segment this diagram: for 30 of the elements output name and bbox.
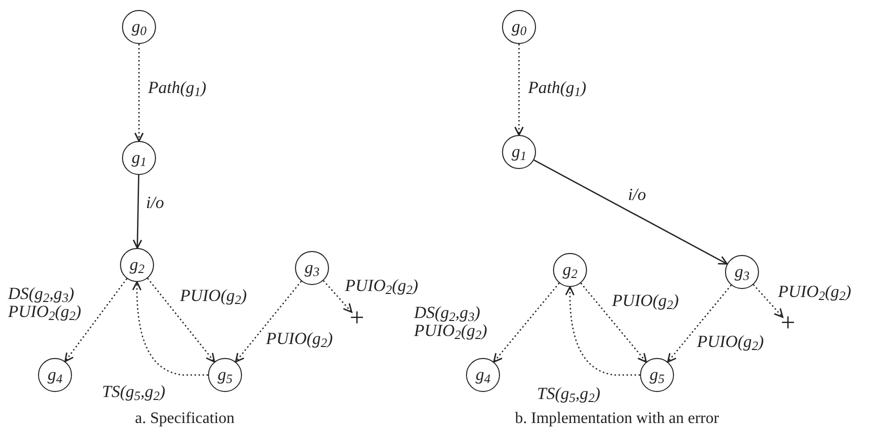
cross-mark: + [349,310,365,326]
arrow [134,44,144,142]
arrow [493,282,560,363]
edge-label: Path(g$_{1}$) [528,79,586,97]
edge-label: PUIO$_{2}$(g$_{2}$) [345,277,418,295]
caption: a. Specification [135,409,235,429]
cross-mark: + [780,315,796,331]
edge-label: PUIO(g$_{2}$) [697,333,764,351]
arrow [132,281,208,376]
caption: b. Implementation with an error [515,409,719,429]
edge-label: Path(g$_{1}$) [148,79,206,97]
arrow [565,286,640,376]
arrow [580,282,647,363]
arrow [235,280,302,362]
arrow [322,280,352,313]
edge-label: PUIO(g$_{2}$) [612,292,679,310]
edge-label: TS(g$_{5}$,g$_{2}$) [537,385,600,403]
arrow [667,284,732,363]
arrow [534,159,728,265]
edge-label: DS(g$_{2}$,g$_{3}$) PUIO$_{2}$(g$_{2}$) [8,285,82,321]
edge-label: PUIO(g$_{2}$) [180,287,247,305]
arrow [147,278,216,362]
arrow [514,44,524,136]
edge-label: PUIO$_{2}$(g$_{2}$) [778,283,852,301]
arrow [132,174,142,249]
arrow [64,278,128,362]
arrow [752,284,784,318]
edge-label: PUIO(g$_{2}$) [266,330,333,348]
edge-label: TS(g$_{5}$,g$_{2}$) [102,383,166,401]
edge-label: DS(g$_{2}$,g$_{3}$) PUIO$_{2}$(g$_{2}$) [414,304,488,340]
